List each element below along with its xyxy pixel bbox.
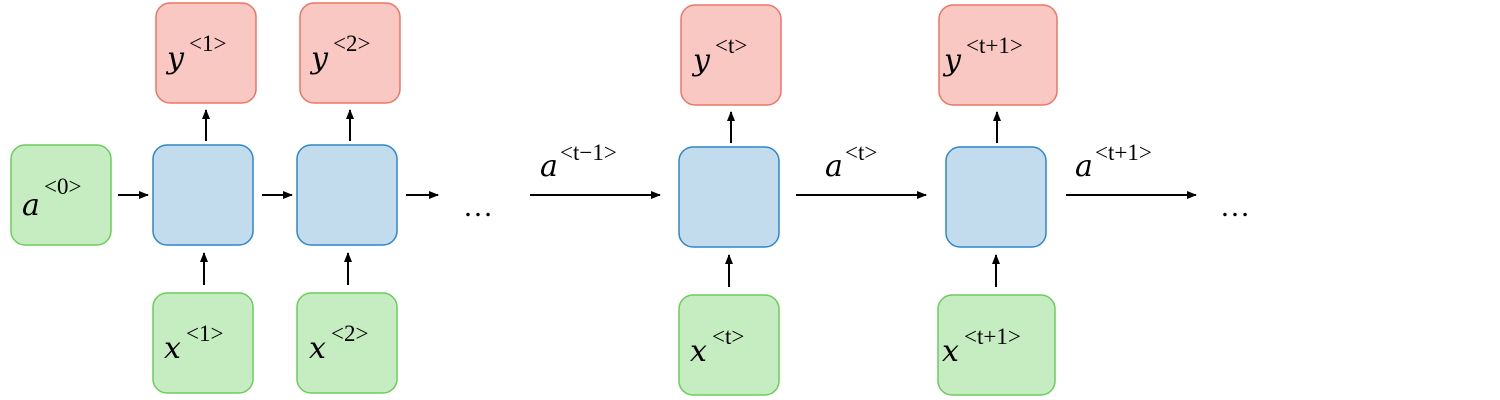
label-a-t: a<t> <box>825 140 877 184</box>
label-base: x <box>309 331 326 366</box>
output-y1-box: y<1> <box>155 2 257 104</box>
output-y2-box: y<2> <box>299 2 401 104</box>
label-x1: x<1> <box>164 321 223 366</box>
label-base: x <box>690 334 707 369</box>
label-a-t-minus-1: a<t−1> <box>540 140 617 184</box>
label-base: x <box>164 331 181 366</box>
label-x2: x<2> <box>309 321 368 366</box>
label-sup: <t−1> <box>560 140 617 165</box>
label-y1: y<1> <box>165 31 226 76</box>
label-base: x <box>942 334 959 369</box>
label-yt: y<t> <box>691 33 747 78</box>
ellipsis-2: … <box>1220 190 1254 223</box>
label-a0: a<0> <box>22 174 81 223</box>
label-base: a <box>825 149 843 184</box>
label-base: y <box>942 43 962 78</box>
input-a0-box: a<0> <box>10 144 112 246</box>
label-sup: <t> <box>715 33 747 58</box>
label-base: a <box>22 188 40 223</box>
label-sup: <2> <box>333 31 370 56</box>
label-y2: y<2> <box>309 31 370 76</box>
label-sup: <t> <box>712 324 744 349</box>
label-a-t-plus-1: a<t+1> <box>1075 140 1152 184</box>
rnn-cell-t <box>678 146 780 248</box>
label-sup: <1> <box>189 31 226 56</box>
input-x1-box: x<1> <box>152 292 254 394</box>
label-sup: <1> <box>186 321 223 346</box>
label-base: a <box>1075 149 1093 184</box>
label-sup: <2> <box>331 321 368 346</box>
rnn-cell-2 <box>296 144 398 246</box>
label-xt: x<t> <box>690 324 744 369</box>
input-xt1-box: x<t+1> <box>937 294 1056 396</box>
rnn-cell-t-plus-1 <box>945 146 1047 248</box>
label-sup: <t+1> <box>964 324 1021 349</box>
output-yt-box: y<t> <box>680 4 782 106</box>
label-base: y <box>309 41 329 76</box>
label-sup: <t+1> <box>966 33 1023 58</box>
ellipsis-1: … <box>463 190 497 223</box>
label-sup: <t+1> <box>1095 140 1152 165</box>
label-sup: <t> <box>845 140 877 165</box>
output-yt1-box: y<t+1> <box>938 4 1058 106</box>
input-xt-box: x<t> <box>678 294 780 396</box>
label-xt1: x<t+1> <box>942 324 1021 369</box>
label-base: y <box>165 41 185 76</box>
input-x2-box: x<2> <box>296 292 398 394</box>
label-base: a <box>540 149 558 184</box>
rnn-cell-1 <box>152 144 254 246</box>
label-sup: <0> <box>44 174 81 199</box>
label-base: y <box>691 43 711 78</box>
label-yt1: y<t+1> <box>942 33 1023 78</box>
